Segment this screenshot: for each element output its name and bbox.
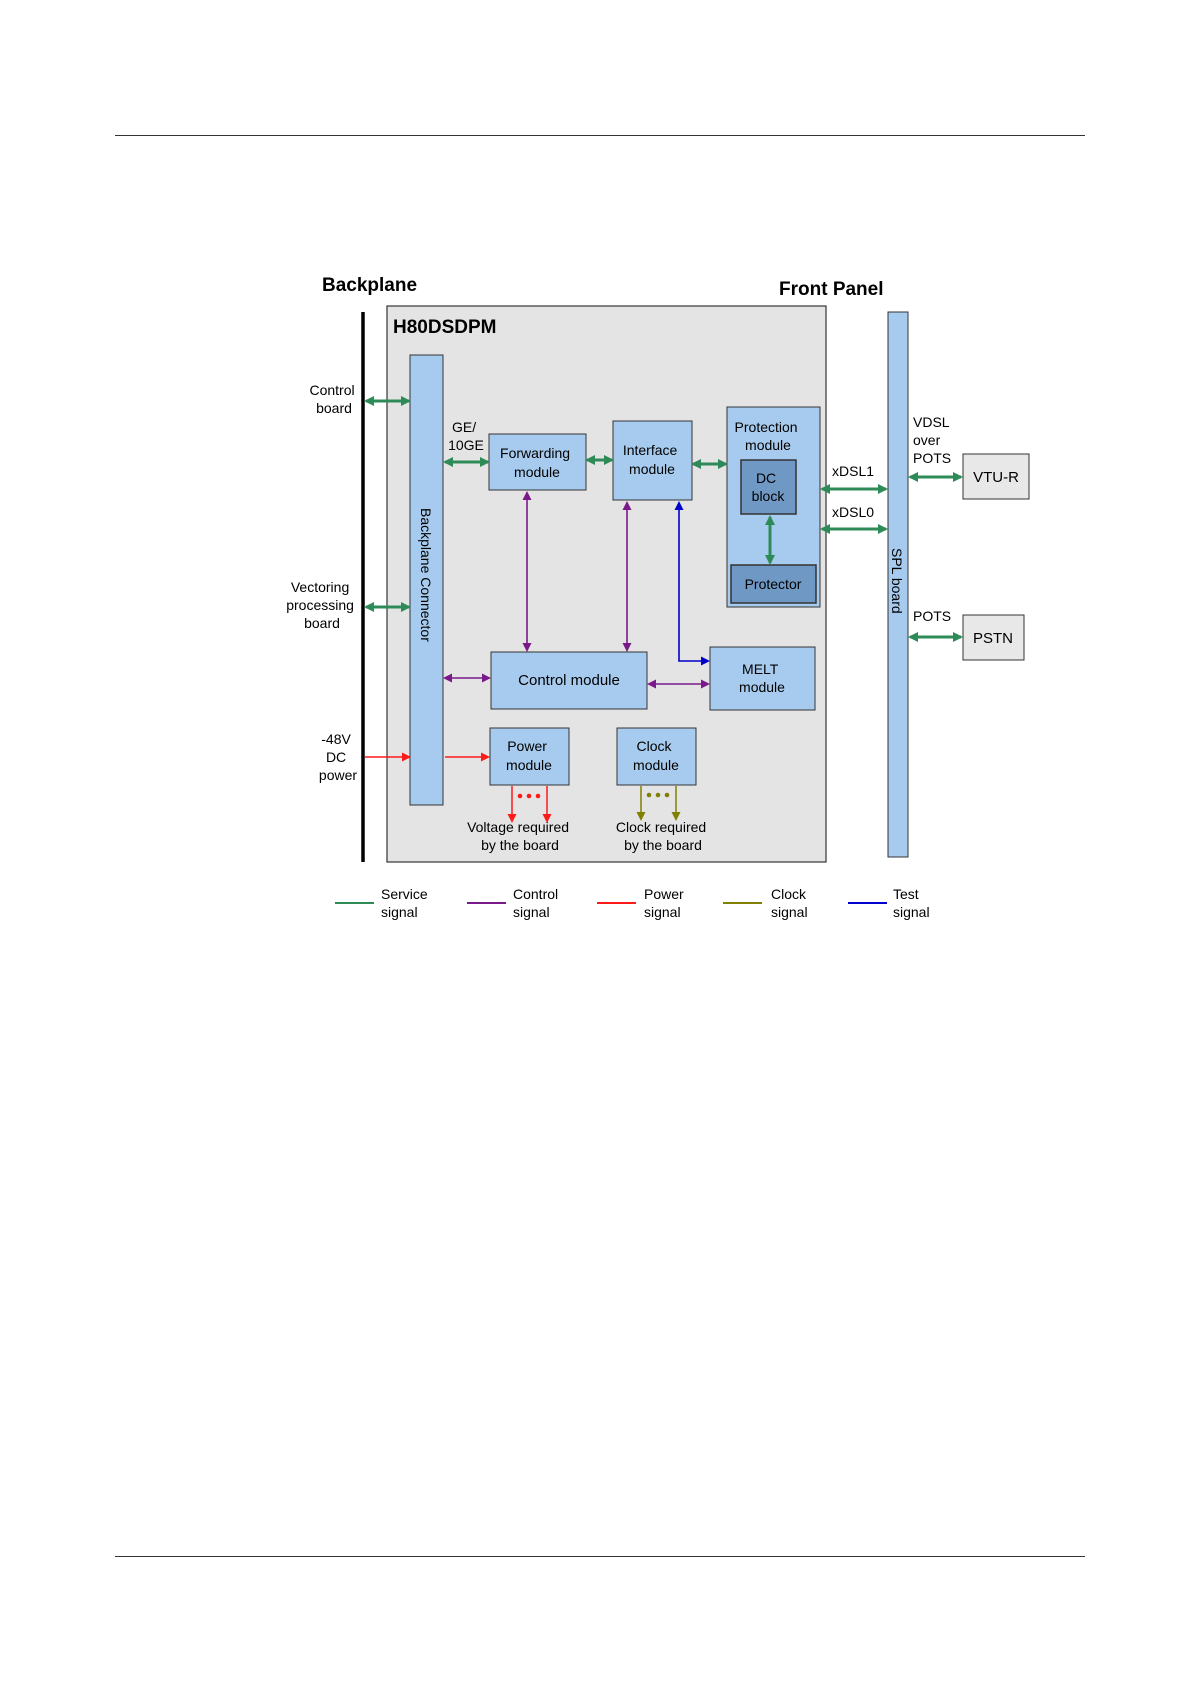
dc-power-label: -48V DC power bbox=[319, 731, 357, 783]
legend-test-label: Test signal bbox=[893, 886, 930, 920]
voltage-required-label: Voltage required by the board bbox=[467, 819, 573, 853]
pstn-box bbox=[962, 614, 1025, 661]
power-dot bbox=[526, 793, 532, 799]
interface-melt-test-arrow bbox=[674, 501, 710, 666]
clock-module bbox=[616, 727, 697, 786]
board-name: H80DSDPM bbox=[393, 317, 496, 338]
vdsl-label: VDSL over POTS bbox=[913, 414, 953, 466]
control-module-label: Control module bbox=[518, 672, 620, 689]
vtu-r-label: VTU-R bbox=[973, 469, 1019, 486]
spl-board-label: SPL board bbox=[889, 548, 905, 614]
dc-block-label: DC block bbox=[752, 470, 786, 504]
legend-clock-label: Clock signal bbox=[771, 886, 810, 920]
forwarding-module-label: Forwarding module bbox=[500, 445, 574, 480]
vectoring-board-label: Vectoring processing board bbox=[286, 579, 358, 631]
backplane-heading: Backplane bbox=[322, 275, 417, 296]
protection-module-label: Protection module bbox=[735, 419, 802, 453]
pots-label: POTS bbox=[913, 608, 951, 624]
clock-required-label: Clock required by the board bbox=[616, 819, 710, 853]
legend-service-label: Service signal bbox=[381, 886, 432, 920]
protector-label: Protector bbox=[745, 576, 802, 592]
front-panel-heading: Front Panel bbox=[779, 279, 884, 300]
power-module-label: Power module bbox=[506, 738, 552, 773]
control-board-label: Control board bbox=[309, 382, 358, 416]
forwarding-module bbox=[488, 433, 587, 491]
backplane-connector bbox=[409, 354, 444, 806]
protector bbox=[730, 564, 817, 604]
xdsl0-label: xDSL0 bbox=[832, 504, 874, 520]
clock-dot bbox=[664, 792, 670, 798]
dc-block bbox=[740, 459, 797, 515]
melt-module-label: MELT module bbox=[739, 661, 785, 695]
spl-board bbox=[887, 311, 909, 858]
backplane-connector-label: Backplane Connector bbox=[418, 508, 434, 642]
xdsl1-label: xDSL1 bbox=[832, 463, 874, 479]
ge-label: GE/ 10GE bbox=[448, 419, 484, 453]
clock-dot bbox=[646, 792, 652, 798]
power-dot bbox=[535, 793, 541, 799]
footer-rule bbox=[115, 1556, 1085, 1557]
power-module bbox=[489, 727, 570, 786]
legend-control-label: Control signal bbox=[513, 886, 562, 920]
control-module bbox=[490, 651, 648, 710]
interface-module-label: Interface module bbox=[623, 442, 681, 477]
pstn-label: PSTN bbox=[973, 630, 1013, 647]
melt-module bbox=[709, 646, 816, 711]
legend: Service signal Control signal Power sign… bbox=[335, 886, 930, 920]
clock-dot bbox=[655, 792, 661, 798]
vtu-r-box bbox=[962, 453, 1030, 500]
legend-power-label: Power signal bbox=[644, 886, 688, 920]
clock-module-label: Clock module bbox=[633, 738, 679, 773]
power-dot bbox=[517, 793, 523, 799]
header-rule bbox=[115, 135, 1085, 136]
